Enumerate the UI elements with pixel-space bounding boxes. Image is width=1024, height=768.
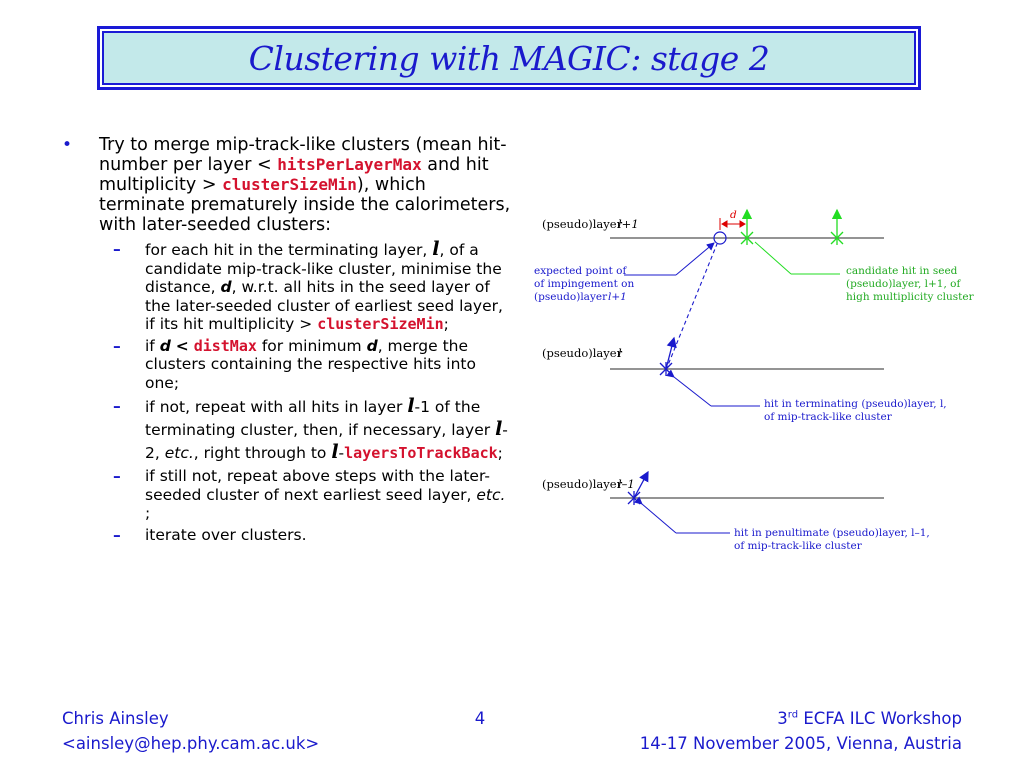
- sub2-d: d: [159, 336, 171, 355]
- candidate-label-3: high multiplicity cluster: [846, 291, 975, 303]
- bullet-dot-icon: •: [62, 135, 73, 155]
- bullet-text-3: ), which terminate prematurely inside th…: [99, 175, 511, 235]
- bullet-text-1: Try to merge mip-track-like clusters (me…: [99, 135, 507, 175]
- sub3-l1: l: [407, 395, 415, 417]
- terminating-label-1: hit in terminating (pseudo)layer, l,: [764, 398, 947, 410]
- code-hits-per-layer-max: hitsPerLayerMax: [277, 155, 422, 174]
- dash-icon: –: [113, 467, 121, 485]
- event-ordinal-suffix: rd: [787, 709, 799, 721]
- candidate-pointer: [754, 241, 792, 275]
- sub2-d2: d: [366, 336, 378, 355]
- layer-diagram: (pseudo)layer l+1 d candidate hit in see…: [534, 208, 975, 552]
- sub3-text-d: , right through to: [193, 444, 327, 462]
- sub1-text-a: for each hit in the terminating layer,: [145, 241, 428, 259]
- candidate-hit-2-icon: [830, 208, 844, 245]
- sub3-text-c: -2,: [145, 421, 508, 462]
- main-bullet: • Try to merge mip-track-like clusters (…: [62, 135, 512, 235]
- slide-title: Clustering with MAGIC: stage 2: [248, 38, 770, 78]
- layer-label: (pseudo)layer: [542, 217, 623, 231]
- expected-label-1: expected point of: [534, 265, 627, 277]
- dash-icon: –: [113, 336, 121, 355]
- author-name: Chris Ainsley: [62, 709, 169, 728]
- candidate-label-2: (pseudo)layer, l+1, of: [846, 278, 961, 290]
- sub5-text-a: iterate over clusters.: [145, 525, 307, 544]
- sub3-l3: l: [331, 441, 339, 463]
- page-number: 4: [474, 709, 486, 728]
- sub-item-5: – iterate over clusters.: [113, 526, 512, 545]
- layer-l-minus-1: (pseudo)layer l–1: [542, 477, 884, 499]
- sub1-code: clusterSizeMin: [317, 315, 444, 333]
- terminating-pointer: [666, 369, 712, 407]
- distance-d-label: d: [730, 209, 737, 221]
- sub1-text-e: ;: [443, 315, 449, 333]
- title-box: Clustering with MAGIC: stage 2: [97, 26, 921, 90]
- candidate-label-1: candidate hit in seed: [846, 265, 958, 277]
- penultimate-pointer: [634, 496, 677, 534]
- sub-list: – for each hit in the terminating layer,…: [62, 240, 512, 544]
- extrapolated-track: [665, 243, 718, 371]
- event-name: 3rd ECFA ILC Workshop: [640, 706, 962, 731]
- sub3-text-a: if not, repeat with all hits in layer: [145, 398, 403, 416]
- event-ordinal: 3: [777, 709, 788, 728]
- dash-icon: –: [113, 397, 121, 415]
- layer-l-plus-1: (pseudo)layer l+1: [542, 217, 884, 239]
- candidate-hit-1-icon: [740, 208, 754, 245]
- sub4-etc: etc.: [476, 485, 506, 504]
- event-date-place: 14-17 November 2005, Vienna, Austria: [639, 734, 962, 753]
- expected-point-icon: [713, 231, 727, 245]
- layer-l: (pseudo)layer l: [542, 346, 884, 370]
- layer-index-l: l: [618, 346, 622, 360]
- dash-icon: –: [113, 240, 121, 258]
- penultimate-label-1: hit in penultimate (pseudo)layer, l–1,: [734, 527, 930, 539]
- sub3-text-f: ;: [497, 444, 503, 462]
- sub4-text-a: if still not, repeat above steps with th…: [145, 467, 490, 504]
- layer-label: (pseudo)layer: [542, 477, 623, 491]
- slide-content: • Try to merge mip-track-like clusters (…: [62, 135, 512, 547]
- footer-right: 3rd ECFA ILC Workshop 14-17 November 200…: [640, 706, 962, 756]
- sub3-text-e: -: [338, 444, 345, 462]
- sub1-text-c: , w.r.t. all hits in the seed layer of t…: [145, 278, 503, 333]
- bullet-text-2: and hit multiplicity >: [99, 155, 489, 195]
- sub2-text-c: , merge the clusters containing the resp…: [145, 336, 476, 392]
- sub2-text-a: if: [145, 336, 155, 355]
- code-cluster-size-min: clusterSizeMin: [222, 175, 357, 194]
- terminating-hit-icon: [659, 336, 677, 376]
- sub1-text-b: , of a candidate mip-track-like cluster,…: [145, 241, 502, 296]
- sub2-lt: <: [175, 336, 189, 355]
- sub3-code: layersToTrackBack: [344, 444, 498, 462]
- sub-item-1: – for each hit in the terminating layer,…: [113, 240, 512, 334]
- sub-item-3: – if not, repeat with all hits in layer …: [113, 395, 512, 464]
- sub2-text-b: for minimum: [261, 336, 362, 355]
- expected-label-2: of impingement on: [534, 278, 634, 290]
- layer-index-l1: l+1: [618, 217, 639, 231]
- sub4-text-b: ;: [145, 504, 151, 522]
- sub3-l2: l: [495, 418, 503, 440]
- footer-left: Chris Ainsley <ainsley@hep.phy.cam.ac.uk…: [62, 706, 319, 756]
- terminating-label-2: of mip-track-like cluster: [764, 411, 893, 423]
- event-title: ECFA ILC Workshop: [803, 709, 962, 728]
- expected-label-idx: l+1: [608, 291, 627, 303]
- penultimate-label-2: of mip-track-like cluster: [734, 540, 863, 552]
- author-email: <ainsley@hep.phy.cam.ac.uk>: [62, 734, 320, 753]
- dash-icon: –: [113, 525, 121, 544]
- sub1-l: l: [432, 238, 440, 260]
- sub2-code: distMax: [193, 336, 257, 355]
- expected-label-3: (pseudo)layer: [534, 291, 608, 303]
- sub-item-4: – if still not, repeat above steps with …: [113, 467, 512, 523]
- sub1-d: d: [220, 278, 232, 296]
- sub-item-2: – if d < distMax for minimum d, merge th…: [113, 337, 512, 393]
- sub3-etc: etc.: [164, 444, 194, 462]
- sub3-text-b: -1 of the terminating cluster, then, if …: [145, 398, 491, 439]
- layer-index-lm1: l–1: [618, 477, 635, 491]
- layer-label: (pseudo)layer: [542, 346, 623, 360]
